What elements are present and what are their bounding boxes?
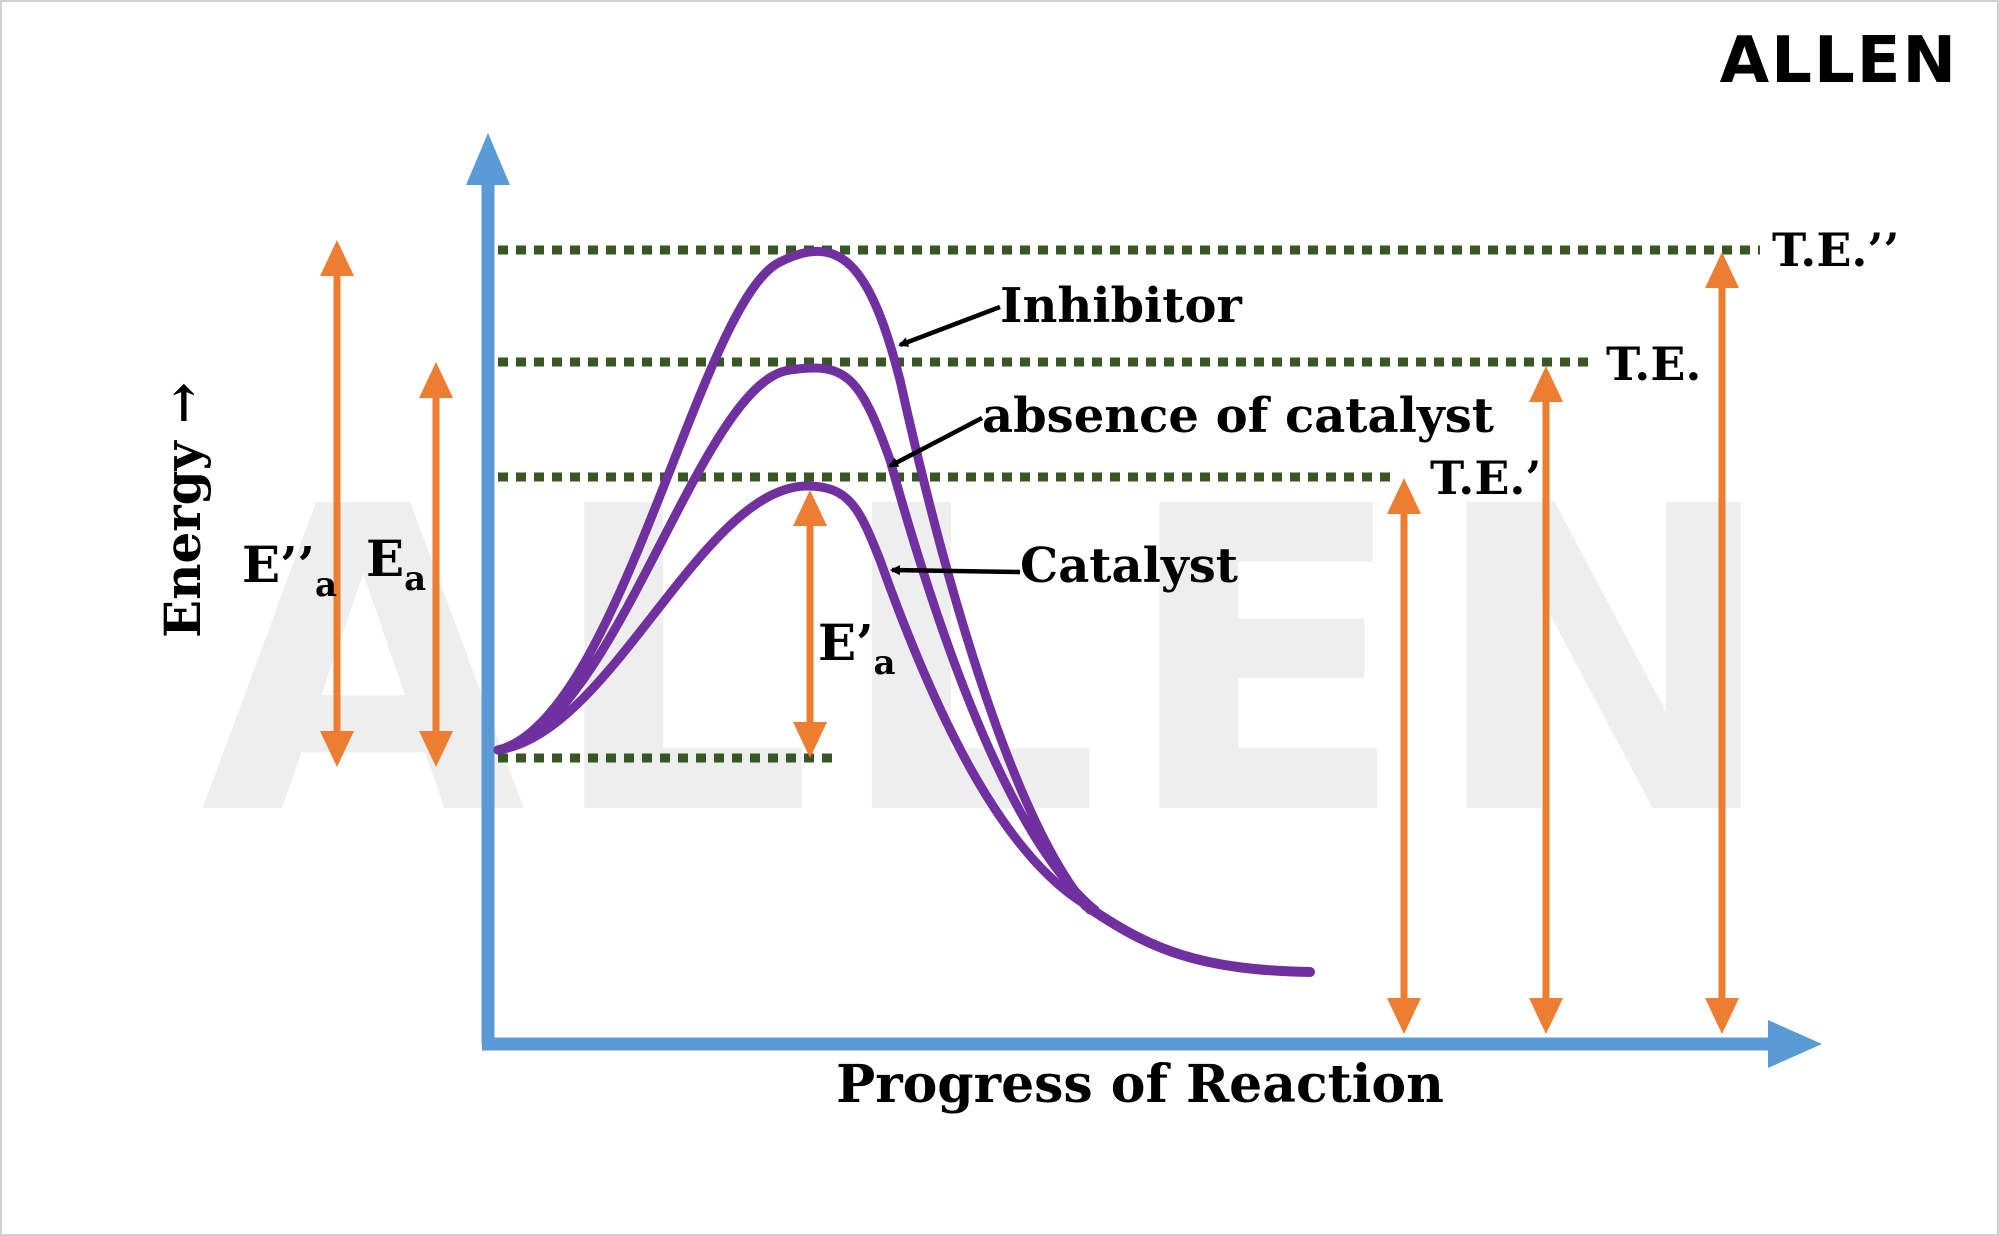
product-tail-curve xyxy=(1080,900,1315,977)
ea-inhibitor-main: E’’ xyxy=(242,535,315,594)
uncatalysed-label: absence of catalyst xyxy=(982,388,1494,444)
ea-catalyst-main: E’ xyxy=(818,613,874,672)
y-axis-arrowhead xyxy=(466,133,510,185)
uncatalysed-curve xyxy=(493,363,1100,915)
ea-catalyst-sub: a xyxy=(874,643,896,683)
catalyst-label: Catalyst xyxy=(1020,538,1238,594)
inhibitor-curve xyxy=(493,246,1095,915)
inhibitor-pointer-arrow xyxy=(898,304,1001,348)
ea-inhibitor-sub: a xyxy=(315,565,337,605)
ea-main: E xyxy=(366,529,404,588)
allen-watermark: ALLEN xyxy=(201,419,1800,908)
ea-inhibitor-double-arrow xyxy=(320,240,354,767)
ea-label: Ea xyxy=(366,529,426,599)
te-catalyst-double-arrow xyxy=(1387,478,1421,1034)
catalyst-curve xyxy=(493,481,1100,915)
te-double-arrow xyxy=(1529,366,1563,1034)
allen-logo: ALLEN xyxy=(1720,24,1958,98)
y-axis-label: Energy → xyxy=(153,382,212,638)
uncatalysed-pointer-arrow xyxy=(888,416,984,468)
x-axis-label: Progress of Reaction xyxy=(836,1054,1444,1115)
te-inhibitor-label: T.E.’’ xyxy=(1772,223,1899,277)
te-catalyst-label: T.E.’ xyxy=(1430,451,1541,505)
inhibitor-label: Inhibitor xyxy=(1000,278,1242,334)
ea-catalyst-double-arrow xyxy=(793,490,827,758)
ea-double-arrow xyxy=(419,362,453,767)
te-inhibitor-double-arrow xyxy=(1705,252,1739,1034)
ea-catalyst-label: E’a xyxy=(818,613,896,683)
ea-inhibitor-label: E’’a xyxy=(242,535,337,605)
x-axis-arrowhead xyxy=(1768,1020,1822,1068)
te-label: T.E. xyxy=(1606,337,1701,391)
catalyst-pointer-arrow xyxy=(890,565,1021,576)
ea-sub: a xyxy=(404,559,426,599)
